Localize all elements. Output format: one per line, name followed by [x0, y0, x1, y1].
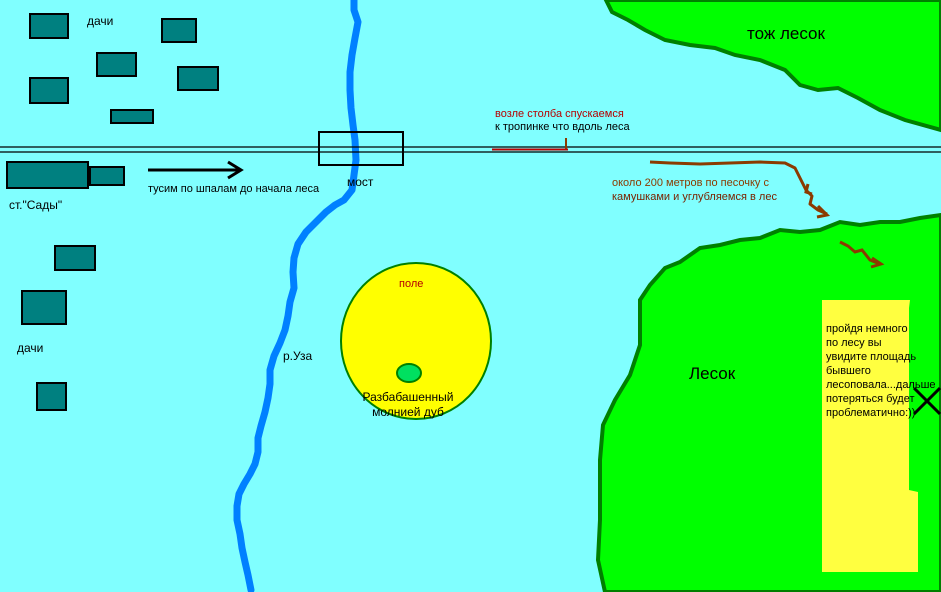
label-pole-line1: возле столба спускаемся — [495, 108, 624, 120]
label-bridge: мост — [347, 175, 374, 189]
label-dachi-top: дачи — [87, 14, 114, 28]
label-field: поле — [399, 278, 424, 290]
forest-top-right — [603, 0, 941, 133]
label-river: р.Уза — [283, 349, 313, 363]
label-sand-line2: камушками и углубляемся в лес — [612, 191, 777, 203]
dachas-top — [29, 13, 219, 124]
label-dachi-bottom: дачи — [17, 341, 44, 355]
clearing — [822, 300, 918, 572]
x-mark-icon — [912, 386, 941, 416]
station-buildings — [6, 161, 125, 189]
label-walk-sleepers: тусим по шпалам до начала леса — [148, 183, 320, 195]
field-ellipse — [340, 262, 492, 420]
clearing-note: пройдя немного по лесу вы увидите площад… — [826, 323, 936, 419]
bridge-rect — [318, 131, 404, 166]
arrow-right-icon — [148, 160, 244, 180]
dachas-bottom — [21, 245, 96, 411]
label-oak-line2: молнией дуб — [372, 405, 444, 419]
forest-path — [649, 160, 828, 216]
label-station: ст."Сады" — [9, 198, 63, 212]
label-oak-line1: Разбабашенный — [362, 390, 454, 404]
label-forest-top: тож лесок — [747, 24, 825, 43]
oak-tree — [396, 363, 422, 383]
label-sand-line1: около 200 метров по песочку с — [612, 177, 769, 189]
label-forest-main: Лесок — [689, 364, 736, 383]
label-pole-line2: к тропинке что вдоль леса — [495, 121, 630, 133]
river-uza — [233, 0, 362, 592]
label-oak: Разбабашенный молнией дуб — [354, 390, 462, 420]
